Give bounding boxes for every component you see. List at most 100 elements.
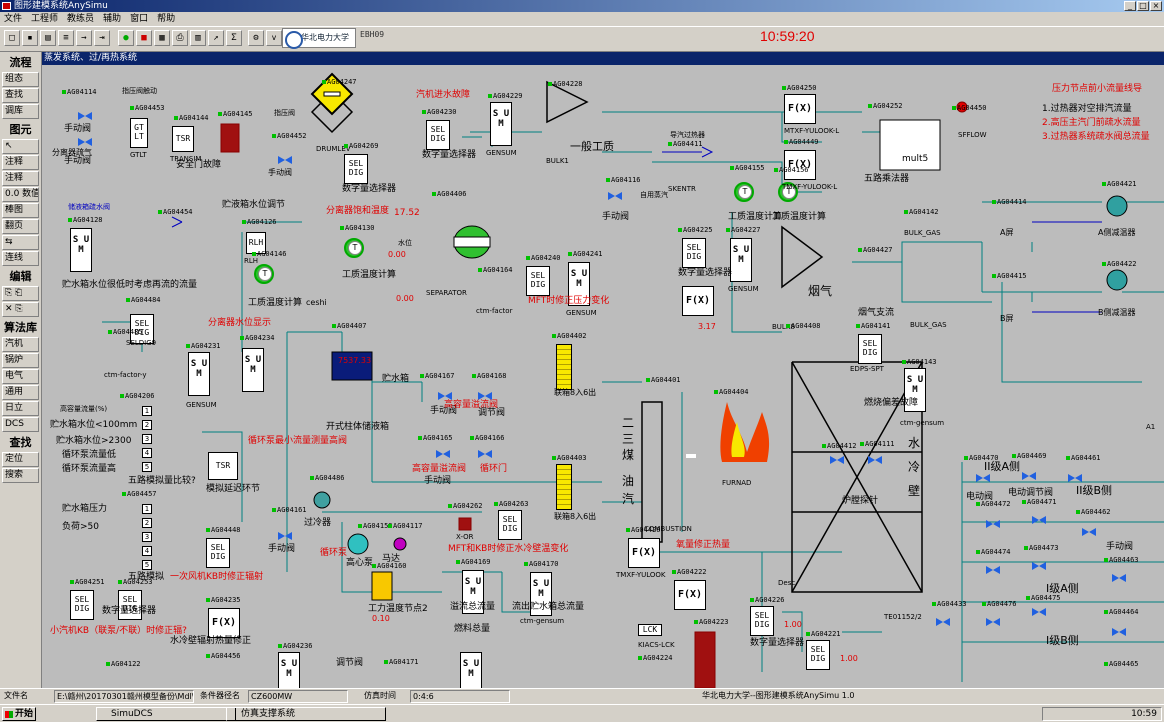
manual-valve-icon-9[interactable] <box>830 456 844 465</box>
btn-value[interactable]: 0.0 数值 <box>2 187 39 202</box>
open-icon[interactable]: ▤ <box>40 30 56 46</box>
manual-valve-icon-5[interactable] <box>438 392 452 401</box>
menu-file[interactable]: 文件 <box>4 14 23 24</box>
sum-block-10[interactable]: S U M <box>278 652 300 688</box>
manual-valve-icon-7[interactable] <box>478 450 492 459</box>
sel-dig-block-3[interactable]: SEL DIG <box>526 266 550 296</box>
motor-valve-icon-1[interactable] <box>976 474 990 483</box>
sel-dig-block-6[interactable]: SEL DIG <box>858 334 882 364</box>
btn-locate[interactable]: 定位 <box>2 452 39 467</box>
btn-search[interactable]: 搜索 <box>2 468 39 483</box>
menu-engineer[interactable]: 工程师 <box>31 14 59 24</box>
export-icon[interactable]: → <box>76 30 92 46</box>
motor-valve-icon-5[interactable] <box>986 566 1000 575</box>
fx-block-4[interactable]: F(X) <box>628 538 660 568</box>
sel-dig-block-9[interactable]: SEL DIG <box>750 606 774 636</box>
menu-aux[interactable]: 辅助 <box>103 14 122 24</box>
task-simudcs[interactable]: SimuDCS <box>96 707 236 721</box>
fx-block-6[interactable]: F(X) <box>208 608 240 638</box>
menu-window[interactable]: 窗口 <box>130 14 149 24</box>
sel-dig-block-7[interactable]: SEL DIG <box>206 538 230 568</box>
btn-pointer[interactable]: ↖ <box>2 139 39 154</box>
sum-block-4[interactable]: S U M <box>730 238 752 282</box>
manual-valve-icon-4[interactable] <box>608 192 622 201</box>
control-valve-icon-2[interactable] <box>1032 516 1046 525</box>
sel-dig-block-10[interactable]: SEL DIG <box>806 640 830 670</box>
sum-block-2[interactable]: S U M <box>70 228 92 272</box>
btn-delete[interactable]: ✕ ⎘ <box>2 302 39 317</box>
minimize-button[interactable]: _ <box>1124 1 1136 11</box>
close-button[interactable]: × <box>1150 1 1162 11</box>
diagram-canvas[interactable]: 蒸发系统、过/再热系统 <box>42 52 1164 688</box>
sum-block-1[interactable]: S U M <box>490 102 512 146</box>
btn-dcs[interactable]: DCS <box>2 417 39 432</box>
fx-block-5[interactable]: F(X) <box>674 580 706 610</box>
sum-block-6[interactable]: S U M <box>242 348 264 392</box>
btn-turbine[interactable]: 汽机 <box>2 337 39 352</box>
list-icon[interactable]: ≡ <box>58 30 74 46</box>
motor-valve-icon-2[interactable] <box>1022 472 1036 481</box>
grid-icon[interactable]: ▦ <box>154 30 170 46</box>
stop-icon[interactable]: ■ <box>136 30 152 46</box>
motor-valve-icon-3[interactable] <box>1068 474 1082 483</box>
motor-valve-icon-6[interactable] <box>936 618 950 627</box>
sel-dig-block-4[interactable]: SEL DIG <box>682 238 706 268</box>
sum-block-3[interactable]: S U M <box>568 262 590 306</box>
btn-boiler[interactable]: 锅炉 <box>2 353 39 368</box>
sum-block-8[interactable]: S U M <box>462 570 484 614</box>
sum-block-5[interactable]: S U M <box>188 352 210 396</box>
tsr-block-2[interactable]: TSR <box>208 452 238 480</box>
task-support-system[interactable]: 仿真支撑系统 <box>226 707 386 721</box>
control-valve-icon-4[interactable] <box>1032 608 1046 617</box>
btn-annotate2[interactable]: 注释 <box>2 171 39 186</box>
btn-bar[interactable]: 棒图 <box>2 203 39 218</box>
sel-dig-block-12[interactable]: SEL DIG <box>118 590 142 620</box>
settings-icon[interactable]: ⚙ <box>248 30 264 46</box>
print-icon[interactable]: ⎙ <box>172 30 188 46</box>
save-icon[interactable]: ▪ <box>22 30 38 46</box>
sigma-icon[interactable]: Σ <box>226 30 242 46</box>
motor-valve-icon-7[interactable] <box>986 618 1000 627</box>
sum-block-11[interactable]: S U M <box>460 652 482 688</box>
manual-valve-icon-11[interactable] <box>1082 528 1096 537</box>
sel-dig-block-2[interactable]: SEL DIG <box>344 154 368 184</box>
fx-block-2[interactable]: F(X) <box>784 150 816 180</box>
import-icon[interactable]: ⇥ <box>94 30 110 46</box>
manual-valve-icon-8[interactable] <box>278 532 292 541</box>
btn-general[interactable]: 通用 <box>2 385 39 400</box>
manual-valve-icon-1[interactable] <box>78 112 92 121</box>
start-button[interactable]: 开始 <box>2 707 36 721</box>
btn-annotate[interactable]: 注释 <box>2 155 39 170</box>
control-valve-icon-3[interactable] <box>1032 562 1046 571</box>
rlh-block[interactable]: RLH <box>246 232 266 254</box>
new-icon[interactable]: □ <box>4 30 20 46</box>
menu-instructor[interactable]: 教练员 <box>67 14 95 24</box>
btn-electric[interactable]: 电气 <box>2 369 39 384</box>
sel-dig-block-1[interactable]: SEL DIG <box>426 120 450 150</box>
trend-icon[interactable]: ↗ <box>208 30 224 46</box>
fx-block-1[interactable]: F(X) <box>784 94 816 124</box>
motor-valve-icon-4[interactable] <box>986 520 1000 529</box>
btn-find[interactable]: 查找 <box>2 88 39 103</box>
sum-block-7[interactable]: S U M <box>904 368 926 412</box>
sel-dig-block-11[interactable]: SEL DIG <box>70 590 94 620</box>
manual-valve-icon-3[interactable] <box>278 156 292 165</box>
btn-library[interactable]: 调库 <box>2 104 39 119</box>
btn-arrows[interactable]: ⇆ <box>2 235 39 250</box>
manual-valve-icon-10[interactable] <box>868 456 882 465</box>
manual-valve-icon-12[interactable] <box>1112 574 1126 583</box>
run-icon[interactable]: ● <box>118 30 134 46</box>
manual-valve-icon-2[interactable] <box>78 138 92 147</box>
menu-help[interactable]: 帮助 <box>157 14 176 24</box>
control-valve-icon-1[interactable] <box>478 392 492 401</box>
fx-block-3[interactable]: F(X) <box>682 286 714 316</box>
dropdown-icon[interactable]: v <box>266 30 282 46</box>
lck-block[interactable]: LCK <box>638 624 662 636</box>
maximize-button[interactable]: □ <box>1137 1 1149 11</box>
btn-page[interactable]: 翻页 <box>2 219 39 234</box>
manual-valve-icon-13[interactable] <box>1112 628 1126 637</box>
tsr-block[interactable]: TSR <box>172 126 194 152</box>
btn-config[interactable]: 组态 <box>2 72 39 87</box>
chart-icon[interactable]: ▥ <box>190 30 206 46</box>
sel-dig-block-8[interactable]: SEL DIG <box>498 510 522 540</box>
